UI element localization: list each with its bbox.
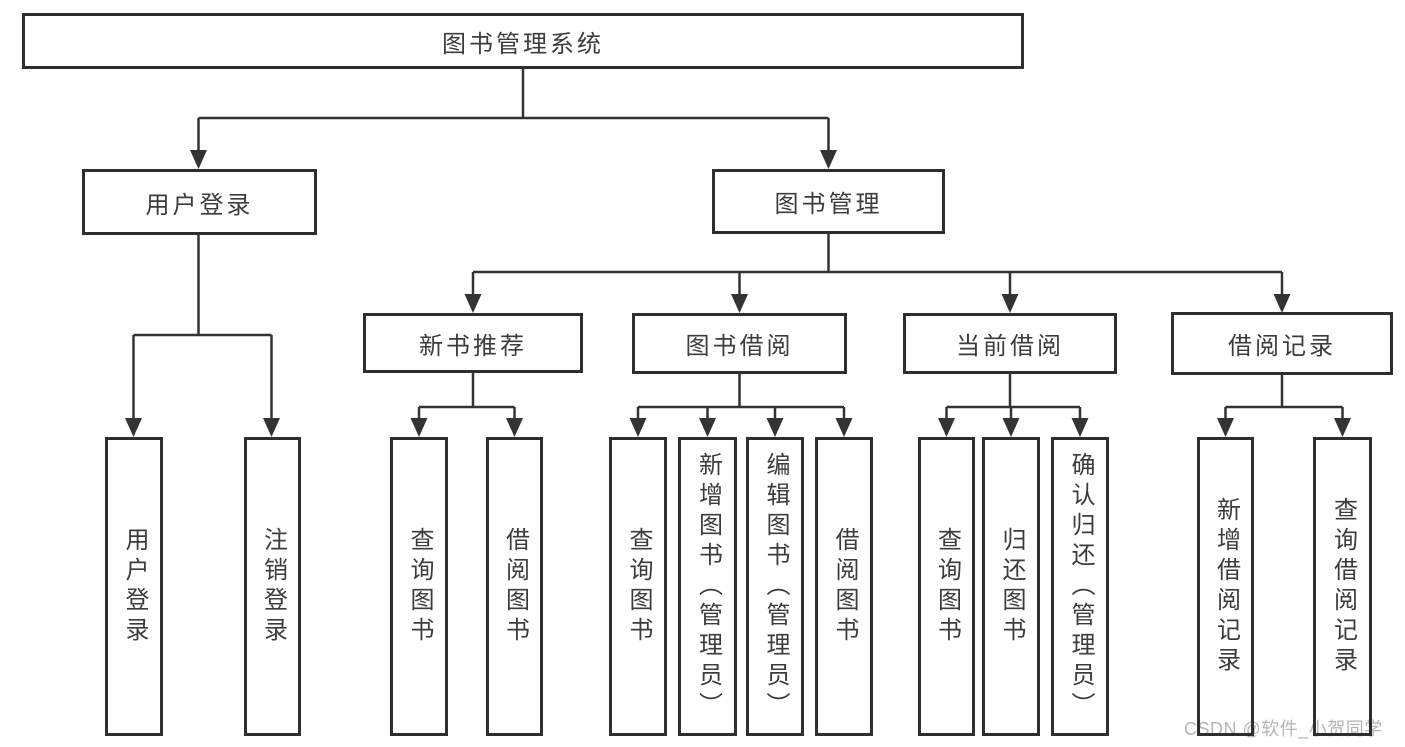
leaf-user-login: 用户登录 [105, 437, 163, 736]
node-book-borrowing: 图书借阅 [632, 313, 847, 374]
csdn-watermark: CSDN @软件_小贺同学 [1184, 719, 1383, 739]
node-book-management-branch: 图书管理 [712, 169, 945, 234]
leaf-br-add-record: 新增借阅记录 [1197, 437, 1254, 736]
node-user-login-branch: 用户登录 [82, 169, 317, 235]
node-borrowing-records: 借阅记录 [1171, 312, 1393, 375]
leaf-bb-borrow-book: 借阅图书 [815, 437, 873, 736]
leaf-cb-confirm-return-admin: 确认归还（管理员） [1051, 437, 1109, 736]
leaf-nbr-borrow-book: 借阅图书 [486, 437, 543, 736]
node-new-book-recommend: 新书推荐 [363, 313, 583, 373]
node-root-system: 图书管理系统 [22, 13, 1024, 69]
arrowheads [125, 150, 1351, 437]
leaf-br-query-record: 查询借阅记录 [1313, 437, 1372, 736]
leaf-bb-add-book-admin: 新增图书（管理员） [678, 437, 737, 736]
leaf-logout: 注销登录 [244, 437, 301, 736]
leaf-nbr-query-book: 查询图书 [390, 437, 448, 736]
node-current-borrowing: 当前借阅 [903, 313, 1117, 374]
leaf-cb-query-book: 查询图书 [918, 437, 975, 736]
leaf-bb-edit-book-admin: 编辑图书（管理员） [746, 437, 804, 736]
leaf-bb-query-book: 查询图书 [609, 437, 667, 736]
leaf-cb-return-book: 归还图书 [982, 437, 1040, 736]
